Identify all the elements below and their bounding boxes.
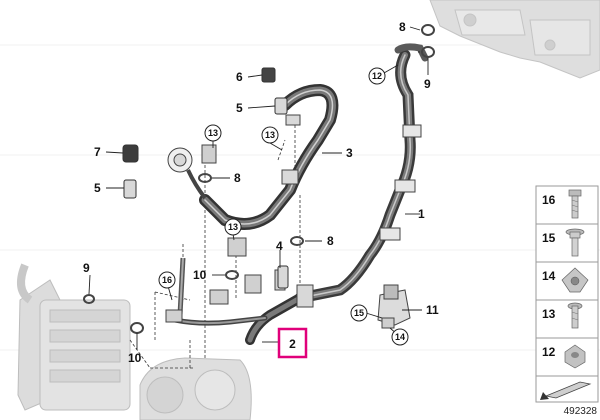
legend-row-13: 13 (535, 299, 599, 339)
callout-9-top: 9 (424, 77, 431, 91)
callout-13-mid: 13 (228, 222, 238, 232)
callout-7: 7 (94, 145, 101, 159)
legend-label-13: 13 (542, 307, 556, 321)
compressor-unit (139, 357, 252, 420)
callout-13-right-circle (261, 126, 279, 144)
callout-12-circle (368, 67, 386, 85)
callout-14-circle (391, 328, 409, 346)
legend-label-12: 12 (542, 345, 556, 359)
legend-label-15: 15 (542, 231, 556, 245)
callout-13-mid-circle (224, 218, 242, 236)
pipe-16 (177, 257, 186, 316)
circled-callouts (158, 67, 409, 346)
callout-13-top-circle (204, 124, 222, 142)
service-port-upper (167, 147, 207, 200)
hex-nut-icon (564, 344, 586, 369)
callout-8-mid: 8 (327, 234, 334, 248)
callout-9-left: 9 (83, 261, 90, 275)
callout-14: 14 (395, 332, 405, 342)
circled-callout-labels: 12 13 13 13 16 15 14 (162, 71, 405, 342)
callout-labels: 1 3 4 5 5 6 7 8 8 8 9 9 10 10 11 (83, 20, 439, 365)
callout-10-mid: 10 (193, 268, 207, 282)
refrigerant-line-upper (199, 83, 339, 230)
legend-row-16: 16 (535, 185, 599, 225)
callout-leaders (88, 26, 429, 350)
highlight-box (277, 327, 308, 359)
callout-16-circle (158, 271, 176, 289)
callout-3: 3 (346, 146, 353, 160)
callout-13-top: 13 (208, 128, 218, 138)
callout-8-left: 8 (234, 171, 241, 185)
callout-2: 2 (289, 337, 296, 351)
diagram-id: 492328 (564, 406, 598, 417)
legend-label-16: 16 (542, 193, 556, 207)
loose-parts (122, 67, 289, 289)
reference-arrow-icon (540, 381, 592, 400)
evaporator-housing (429, 0, 600, 79)
clip-nut-icon (561, 267, 589, 293)
callout-16: 16 (162, 275, 172, 285)
callout-1: 1 (418, 207, 425, 221)
legend-row-12: 12 (535, 337, 599, 377)
callout-10-bottom: 10 (128, 351, 142, 365)
callout-8-top: 8 (399, 20, 406, 34)
o-rings (83, 24, 435, 334)
callout-15: 15 (354, 308, 364, 318)
callout-5-lower: 5 (94, 181, 101, 195)
bolt-icon (568, 189, 582, 219)
refrigerant-line-main (294, 43, 429, 304)
callout-6: 6 (236, 70, 243, 84)
callout-13-right: 13 (265, 130, 275, 140)
highlighted-callout-2: 2 (262, 327, 308, 359)
callout-11: 11 (426, 303, 439, 317)
parts-legend: 16 15 14 (535, 185, 599, 403)
legend-label-14: 14 (542, 269, 556, 283)
receiver-drier-unit (17, 263, 131, 411)
callout-15-circle (350, 304, 368, 322)
bracket-assembly (377, 284, 411, 329)
legend-row-15: 15 (535, 223, 599, 263)
collar-bolt-icon (565, 228, 585, 257)
legend-row-14: 14 (535, 261, 599, 301)
callout-4: 4 (276, 239, 283, 253)
hose-fittings (165, 114, 422, 323)
callout-12: 12 (372, 71, 382, 81)
callout-5-upper: 5 (236, 101, 243, 115)
legend-row-reference (535, 375, 599, 403)
screw-icon (567, 302, 583, 329)
